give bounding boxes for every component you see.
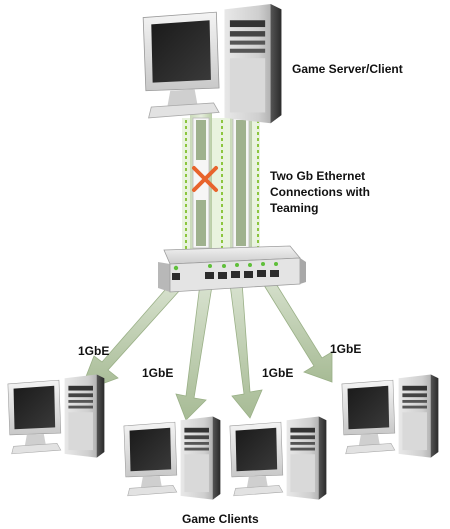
clients-label: Game Clients bbox=[182, 512, 259, 526]
teaming-label: Two Gb Ethernet Connections with Teaming bbox=[270, 168, 370, 216]
teamed-links bbox=[182, 112, 260, 252]
link-speed-label: 1GbE bbox=[78, 344, 110, 358]
client-computer-icon bbox=[7, 374, 105, 459]
link-speed-label: 1GbE bbox=[330, 342, 362, 356]
arrow-icon bbox=[261, 273, 333, 383]
link-speed-label: 1GbE bbox=[262, 366, 294, 380]
arrow-icon bbox=[175, 283, 213, 421]
link-speed-label: 1GbE bbox=[142, 366, 174, 380]
network-switch-icon bbox=[158, 245, 306, 293]
client-links bbox=[79, 273, 333, 421]
teaming-label-line: Teaming bbox=[270, 201, 319, 215]
failure-x-icon bbox=[192, 166, 218, 192]
server-label: Game Server/Client bbox=[292, 62, 403, 76]
arrow-icon bbox=[229, 281, 263, 419]
client-computer-icon bbox=[229, 416, 327, 501]
teaming-label-line: Connections with bbox=[270, 185, 370, 199]
game-server-computer-icon bbox=[142, 4, 283, 124]
client-computer-icon bbox=[123, 416, 221, 501]
client-computer-icon bbox=[341, 374, 439, 459]
teaming-label-line: Two Gb Ethernet bbox=[270, 169, 366, 183]
